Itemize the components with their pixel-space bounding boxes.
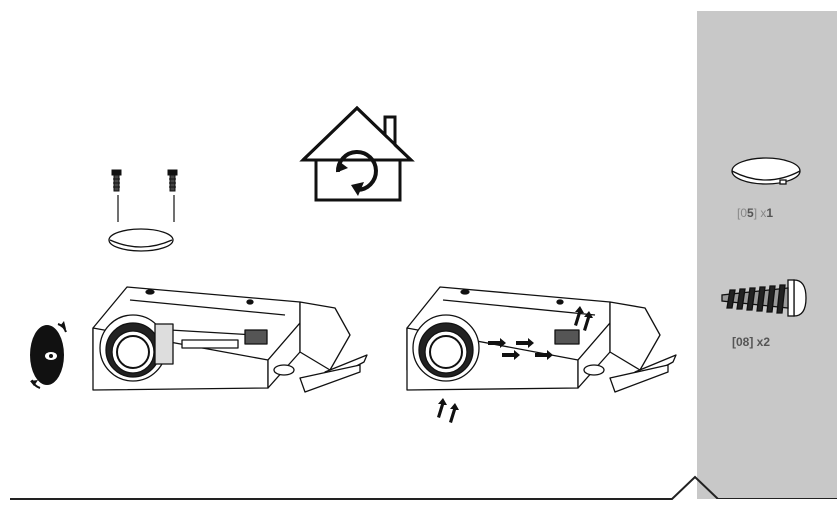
house-recirculation-icon — [299, 105, 415, 202]
arrow-icon — [30, 321, 67, 389]
screw-icon — [167, 169, 178, 192]
cooker-hood-icon — [92, 286, 368, 393]
carbon-filter-icon — [30, 325, 64, 385]
part-05-label: [05] x1 — [737, 206, 774, 220]
carbon-filter-cover-icon — [731, 157, 801, 185]
arrow-icon — [437, 306, 593, 423]
cooker-hood-icon — [406, 286, 677, 393]
carbon-filter-cover-icon — [108, 228, 174, 252]
screw-icon — [721, 279, 807, 317]
screw-icon — [111, 169, 122, 192]
part-08-label: [08] x2 — [732, 335, 771, 349]
parts-sidebar — [697, 11, 837, 499]
